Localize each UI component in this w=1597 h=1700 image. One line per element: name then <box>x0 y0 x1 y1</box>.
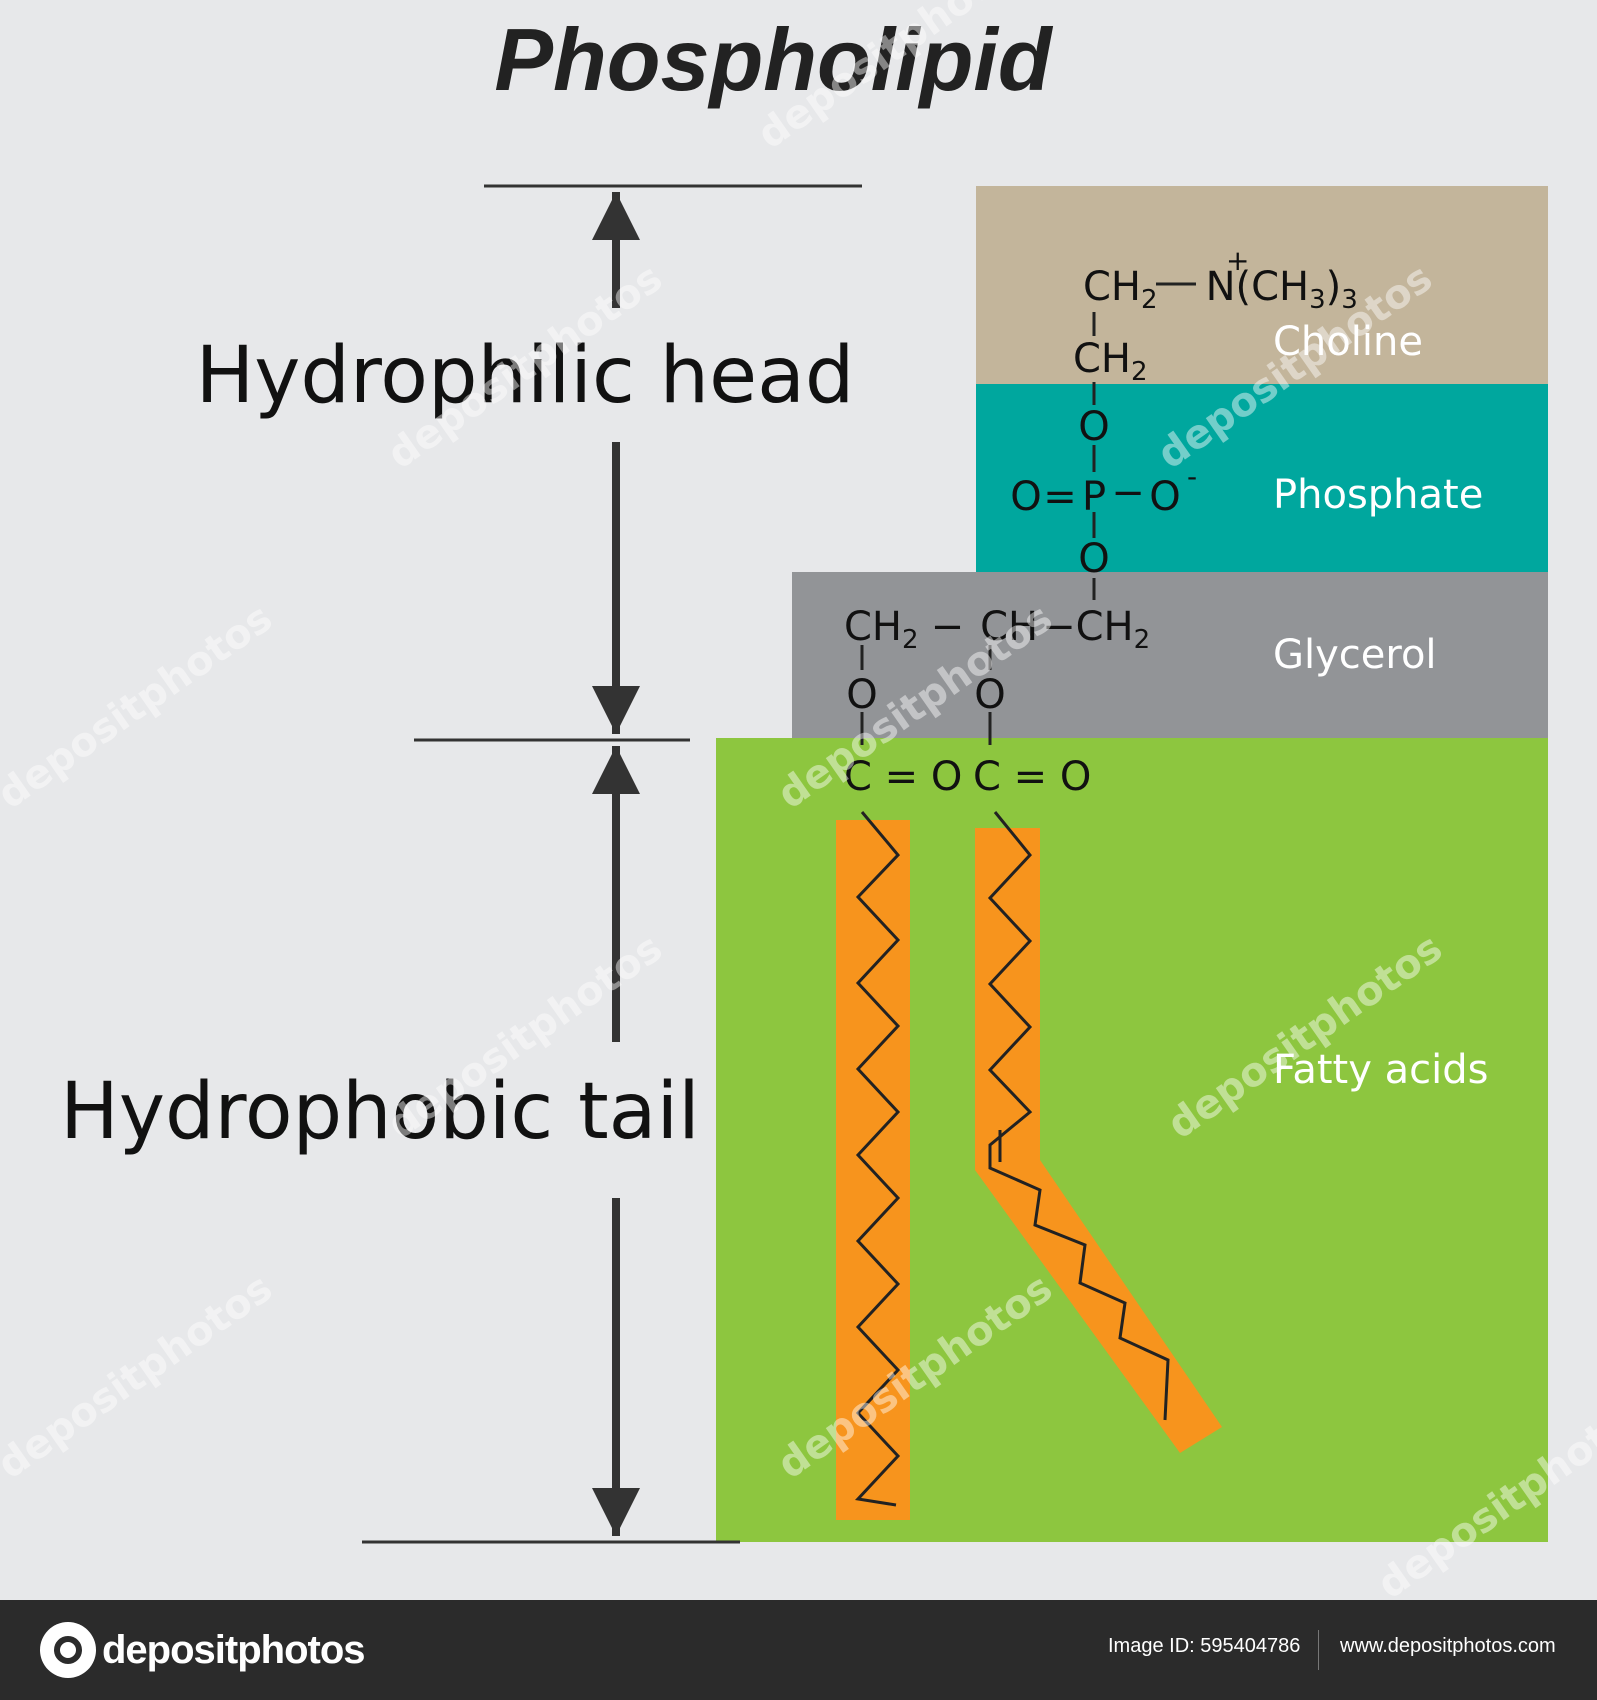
saturated-tail-zigzag <box>854 811 901 1507</box>
phosphate-o-left: O <box>1010 474 1041 520</box>
phosphate-double-bond: = <box>1043 474 1077 520</box>
footer-bar: depositphotos Image ID: 595404786 www.de… <box>0 1600 1597 1700</box>
glycerol-region <box>792 572 1548 739</box>
brand-name: depositphotos <box>102 1627 366 1672</box>
site-link[interactable]: www.depositphotos.com <box>1340 1635 1556 1657</box>
phosphate-region <box>976 384 1548 572</box>
unsaturated-tail-band <box>975 828 1222 1453</box>
nitrogen-charge: + <box>1226 244 1249 277</box>
watermark: depositphotos <box>0 595 281 818</box>
phosphate-o-top: O <box>1078 404 1109 450</box>
phosphate-o-right: O <box>1149 474 1180 520</box>
unsaturated-tail-zigzag <box>987 811 1170 1421</box>
bond-lines <box>860 282 1196 745</box>
phosphate-charge: - <box>1187 460 1197 493</box>
carbonyl-left: C = O <box>844 754 962 800</box>
footer-divider <box>1318 1630 1319 1670</box>
choline-label: Choline <box>1273 319 1423 365</box>
glycerol-backbone: CH2−CH−CH2 <box>844 604 1150 655</box>
brand[interactable]: depositphotos <box>40 1620 366 1680</box>
ester-oxygen-right: O <box>974 672 1005 718</box>
fatty-acids-label: Fatty acids <box>1273 1047 1488 1093</box>
phosphate-single-bond: − <box>1111 470 1145 516</box>
phosphorus: P <box>1082 474 1106 520</box>
hydrophilic-head-label: Hydrophilic head <box>196 331 855 421</box>
carbonyl-right: C = O <box>973 754 1091 800</box>
hydrophobic-tail-label: Hydrophobic tail <box>60 1067 700 1157</box>
watermark: depositphotos <box>0 1265 281 1488</box>
choline-region <box>976 186 1548 384</box>
glycerol-label: Glycerol <box>1273 632 1437 678</box>
ester-oxygen-left: O <box>846 672 877 718</box>
diagram-title: Phospholipid <box>494 10 1054 109</box>
camera-logo-icon <box>40 1622 96 1678</box>
choline-ch2: CH2 <box>1073 336 1148 387</box>
phosphate-o-bottom: O <box>1078 536 1109 582</box>
phosphate-label: Phosphate <box>1273 472 1483 518</box>
image-id: Image ID: 595404786 <box>1108 1635 1301 1657</box>
